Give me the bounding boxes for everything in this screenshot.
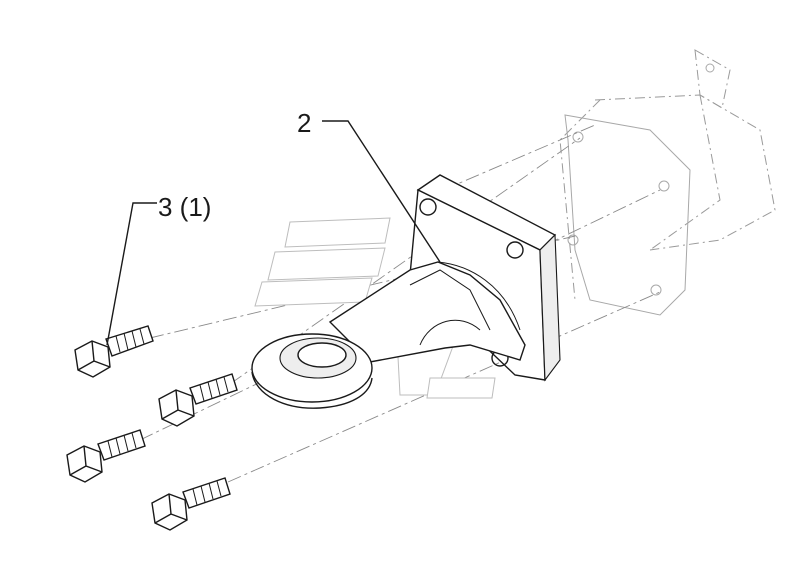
callout-3-label: 3 (1) <box>158 192 211 222</box>
frame-rail-ghost <box>559 49 776 316</box>
bolt-2 <box>158 373 238 427</box>
callout-2-leader <box>322 120 441 263</box>
bolt-1 <box>74 325 154 378</box>
towing-eye-bracket <box>251 174 561 409</box>
bolt-4 <box>151 477 231 531</box>
bolt-3 <box>66 429 146 483</box>
callout-3-leader <box>106 202 157 346</box>
callout-2-label: 2 <box>297 108 311 138</box>
